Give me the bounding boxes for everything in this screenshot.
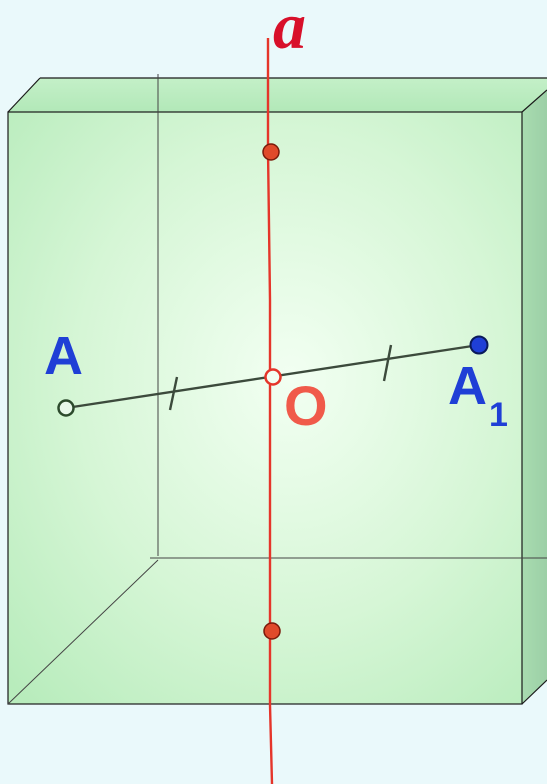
tick-mark-left bbox=[168, 376, 179, 411]
axis-label: a bbox=[273, 0, 306, 63]
box-right-face bbox=[522, 90, 547, 704]
box-edges bbox=[7, 77, 547, 705]
point-a1-marker bbox=[469, 335, 489, 355]
tick-mark-right bbox=[382, 344, 393, 382]
box-top-left-edge bbox=[7, 77, 41, 113]
center-o-marker bbox=[264, 368, 282, 386]
axis-lower-dot bbox=[263, 622, 281, 640]
box-front-edge bbox=[7, 111, 523, 705]
center-o-label: O bbox=[284, 374, 328, 437]
box-front-face bbox=[8, 112, 522, 704]
point-a-label: A bbox=[44, 326, 83, 386]
point-a-marker bbox=[57, 399, 75, 417]
point-a1-label-subscript: 1 bbox=[489, 396, 508, 434]
hidden-floor-diagonal-edge bbox=[7, 559, 159, 705]
hidden-edges bbox=[7, 74, 547, 705]
point-a1-label-base: A bbox=[448, 356, 487, 416]
axis-upper-dot bbox=[262, 143, 280, 161]
box-top-face bbox=[8, 78, 547, 112]
box-bottom-right-edge bbox=[521, 679, 547, 705]
axis-line bbox=[266, 38, 274, 784]
point-a1-label: A1 bbox=[448, 356, 508, 434]
box-top-right-edge bbox=[521, 89, 547, 113]
